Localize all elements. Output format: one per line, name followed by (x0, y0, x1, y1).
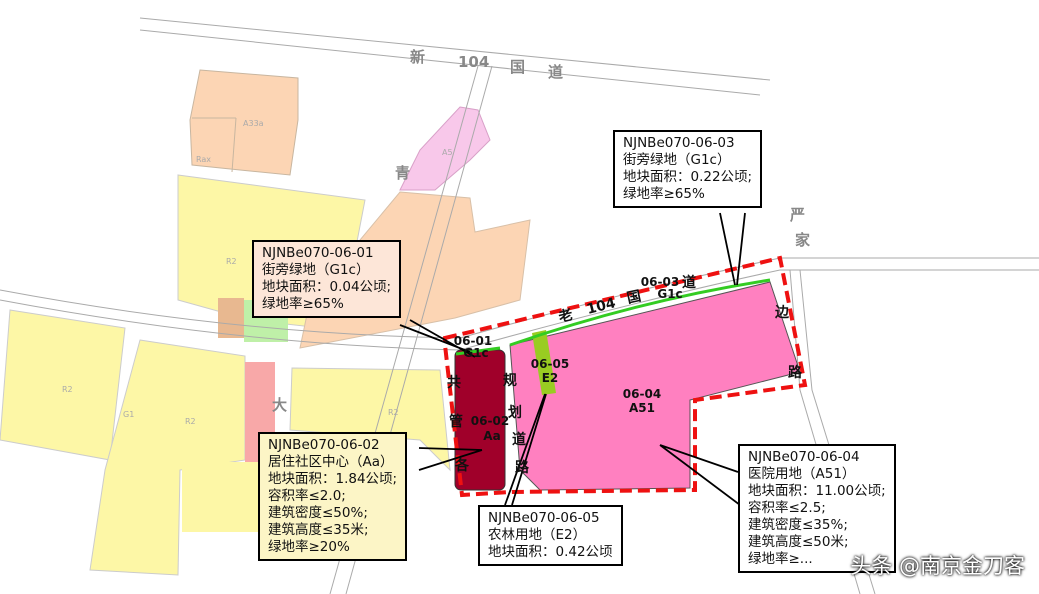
callout-line: 街旁绿地（G1c） (623, 152, 731, 168)
parcel-code-0602: 06-02 (471, 414, 509, 428)
callout-line: 容积率≤2.0; (268, 488, 346, 504)
road-label-gongguan: 管 (449, 413, 463, 430)
parcel-06-04-hospital (509, 281, 801, 491)
callout-line: 街旁绿地（G1c） (262, 262, 370, 278)
callout-line: 绿地率≥20% (268, 539, 350, 555)
road-label-guihua: 路 (515, 459, 530, 476)
callout-line: 绿地率≥... (748, 551, 813, 567)
callout-line: 绿地率≥65% (262, 296, 344, 312)
callout-line: 农林用地（E2） (488, 527, 587, 543)
road-new-104 (139, 29, 761, 96)
road-label-lu: 路 (788, 364, 803, 381)
callout-line: 建筑高度≤35米; (268, 522, 369, 538)
callout-line: 建筑高度≤50米; (748, 534, 849, 550)
parcel-code-0603: 06-03 (641, 275, 679, 289)
road-label-new104-3: 国 (510, 58, 525, 76)
parcel-type-0601: G1c (463, 346, 488, 360)
parcel-code-0604: 06-04 (623, 387, 661, 401)
label-r2: R2 (388, 408, 399, 417)
callout-line: 居住社区中心（Aa） (268, 454, 394, 470)
road-label-jia: 家 (795, 231, 810, 249)
road-label-guihua: 道 (512, 431, 526, 448)
parcel-code-0601: 06-01 (454, 334, 492, 348)
callout-line: 地块面积：11.00公顷; (748, 483, 886, 499)
callout-line: NJNBe070-06-03 (623, 135, 735, 151)
callout-line: 绿地率≥65% (623, 186, 705, 202)
road-label-old104: 道 (682, 274, 696, 291)
callout-06-03: NJNBe070-06-03 街旁绿地（G1c） 地块面积：0.22公顷; 绿地… (613, 130, 763, 208)
parcel-06-01-green (455, 346, 501, 356)
road-label-yan: 严 (789, 206, 805, 224)
callout-06-04: NJNBe070-06-04 医院用地（A51） 地块面积：11.00公顷; 容… (738, 444, 896, 573)
road-label-da: 大 (272, 396, 287, 414)
parcel-r2-east (289, 367, 451, 472)
callout-line: NJNBe070-06-04 (748, 449, 860, 465)
label-r2: R2 (226, 257, 237, 266)
callout-line: NJNBe070-06-05 (488, 510, 600, 526)
parcel-type-0605: E2 (542, 371, 559, 385)
parcel-code-0605: 06-05 (531, 357, 569, 371)
parcel-type-0602: Aa (483, 429, 500, 443)
label-r2: R2 (185, 417, 196, 426)
callout-line: 医院用地（A51） (748, 466, 856, 482)
project-boundary (443, 255, 808, 498)
callout-06-01: NJNBe070-06-01 街旁绿地（G1c） 地块面积：0.04公顷; 绿地… (252, 240, 402, 318)
label-g1: G1 (123, 410, 134, 419)
parcel-small-a (218, 298, 244, 338)
road-label-old104: 104 (585, 295, 617, 318)
parcel-r2-south (182, 462, 262, 532)
callout-line: 建筑密度≤50%; (268, 505, 368, 521)
callout-line: 地块面积：1.84公顷; (268, 471, 398, 487)
road-label-old104: 老 (557, 306, 575, 326)
label-r2: R2 (62, 385, 73, 394)
parcel-a33a (189, 69, 299, 176)
parcel-type-0603: G1c (657, 287, 682, 301)
road-label-qing: 青 (395, 164, 410, 182)
callout-line: 地块面积：0.04公顷; (262, 279, 392, 295)
callout-line: 地块面积：0.42公顷 (488, 544, 613, 560)
watermark: 头条 @南京金刀客 (850, 554, 1025, 578)
road-label-gongguan: 各 (454, 457, 470, 474)
road-label-bian: 边 (774, 305, 790, 321)
label-a33a: A33a (243, 119, 264, 128)
road-label-new104-2: 104 (458, 53, 489, 71)
callout-line: NJNBe070-06-02 (268, 437, 380, 453)
parcel-type-0604: A51 (629, 401, 655, 415)
parcel-06-05-farm (532, 330, 556, 395)
road-label-gongguan: 共 (447, 374, 461, 391)
callout-line: 地块面积：0.22公顷; (623, 169, 753, 185)
road-label-guihua: 划 (508, 404, 522, 421)
parcel-a5 (399, 106, 491, 191)
label-a5: A5 (442, 148, 453, 157)
parcel-06-03-green (509, 278, 771, 347)
callout-06-02: NJNBe070-06-02 居住社区中心（Aa） 地块面积：1.84公顷; 容… (258, 432, 408, 561)
callout-line: 建筑密度≤35%; (748, 517, 848, 533)
road-label-new104-4: 道 (548, 63, 563, 81)
label-rax: Rax (196, 155, 211, 164)
callout-line: 容积率≤2.5; (748, 500, 826, 516)
callout-06-05: NJNBe070-06-05 农林用地（E2） 地块面积：0.42公顷 (478, 505, 623, 566)
road-label-guihua: 规 (503, 373, 517, 389)
road-label-new104-1: 新 (410, 48, 425, 66)
callout-line: NJNBe070-06-01 (262, 245, 374, 261)
road-label-old104: 国 (626, 288, 643, 307)
